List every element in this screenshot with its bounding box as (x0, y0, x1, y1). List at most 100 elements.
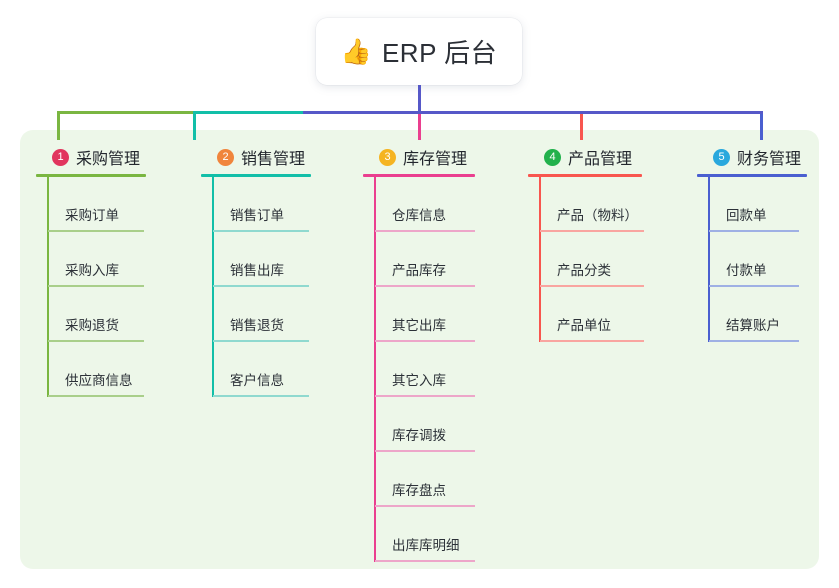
branch-header-4[interactable]: 4 产品管理 (528, 146, 642, 168)
list-item[interactable]: 采购订单 (48, 177, 146, 232)
connector-bus-segment-2 (193, 111, 303, 114)
root-node-content: 👍 ERP 后台 (341, 33, 497, 70)
connector-stub-4 (580, 114, 583, 140)
list-item-underline (709, 285, 799, 287)
list-item-underline (375, 230, 475, 232)
list-item-underline (540, 340, 644, 342)
list-item-underline (48, 230, 144, 232)
branch-items-5: 回款单付款单结算账户 (697, 177, 807, 342)
list-item[interactable]: 库存调拨 (375, 397, 475, 452)
list-item[interactable]: 销售出库 (213, 232, 311, 287)
list-item[interactable]: 仓库信息 (375, 177, 475, 232)
branch-underline-1 (36, 174, 146, 177)
connector-bus-segment-4 (723, 111, 763, 114)
list-item-underline (375, 505, 475, 507)
list-item[interactable]: 其它入库 (375, 342, 475, 397)
root-node[interactable]: 👍 ERP 后台 (316, 18, 522, 85)
list-item-label: 采购退货 (65, 318, 119, 333)
branch-header-3[interactable]: 3 库存管理 (363, 146, 475, 168)
list-item[interactable]: 产品（物料） (540, 177, 644, 232)
branch-column-3: 3 库存管理仓库信息产品库存其它出库其它入库库存调拨库存盘点出库库明细 (363, 146, 475, 562)
list-item-label: 出库库明细 (392, 538, 460, 553)
list-item[interactable]: 出库库明细 (375, 507, 475, 562)
branch-header-5[interactable]: 5 财务管理 (697, 146, 807, 168)
branch-title-1: 采购管理 (76, 151, 141, 168)
diagram-panel (20, 130, 819, 569)
list-item-label: 结算账户 (726, 318, 780, 333)
list-item-label: 产品库存 (392, 263, 446, 278)
list-item-label: 付款单 (726, 263, 767, 278)
branch-badge-4: 4 (544, 148, 561, 166)
list-item-underline (709, 340, 799, 342)
list-item-underline (48, 340, 144, 342)
list-item[interactable]: 库存盘点 (375, 452, 475, 507)
branch-underline-2 (201, 174, 311, 177)
list-item[interactable]: 采购入库 (48, 232, 146, 287)
list-item[interactable]: 结算账户 (709, 287, 807, 342)
branch-badge-5: 5 (713, 148, 730, 166)
list-item-underline (709, 230, 799, 232)
branch-items-3: 仓库信息产品库存其它出库其它入库库存调拨库存盘点出库库明细 (363, 177, 475, 562)
list-item-label: 仓库信息 (392, 208, 446, 223)
branch-underline-3 (363, 174, 475, 177)
list-item-label: 采购入库 (65, 263, 119, 278)
list-item[interactable]: 产品单位 (540, 287, 644, 342)
list-item-underline (48, 395, 144, 397)
branch-items-1: 采购订单采购入库采购退货供应商信息 (36, 177, 146, 397)
list-item[interactable]: 付款单 (709, 232, 807, 287)
branch-column-5: 5 财务管理回款单付款单结算账户 (697, 146, 807, 342)
list-item-underline (540, 230, 644, 232)
list-item[interactable]: 供应商信息 (48, 342, 146, 397)
root-trunk-connector (418, 85, 421, 111)
list-item[interactable]: 其它出库 (375, 287, 475, 342)
list-item[interactable]: 销售退货 (213, 287, 311, 342)
branch-spine-1 (47, 177, 49, 397)
list-item-label: 其它出库 (392, 318, 446, 333)
list-item-underline (375, 285, 475, 287)
branch-spine-2 (212, 177, 214, 397)
connector-stub-2 (193, 114, 196, 140)
list-item[interactable]: 产品分类 (540, 232, 644, 287)
list-item-underline (213, 395, 309, 397)
list-item-label: 库存调拨 (392, 428, 446, 443)
list-item[interactable]: 销售订单 (213, 177, 311, 232)
list-item[interactable]: 回款单 (709, 177, 807, 232)
list-item[interactable]: 产品库存 (375, 232, 475, 287)
list-item-label: 产品（物料） (557, 208, 638, 223)
list-item-underline (375, 395, 475, 397)
branch-spine-4 (539, 177, 541, 342)
connector-bus-segment-1 (57, 111, 193, 114)
branch-badge-2: 2 (217, 148, 234, 166)
page-title: ERP 后台 (381, 38, 498, 68)
branch-spine-3 (374, 177, 376, 562)
list-item-label: 产品单位 (557, 318, 611, 333)
branch-underline-4 (528, 174, 642, 177)
list-item-label: 客户信息 (230, 373, 284, 388)
list-item-underline (540, 285, 644, 287)
list-item[interactable]: 客户信息 (213, 342, 311, 397)
list-item-label: 采购订单 (65, 208, 119, 223)
branch-column-1: 1 采购管理采购订单采购入库采购退货供应商信息 (36, 146, 146, 397)
list-item-label: 销售订单 (230, 208, 284, 223)
list-item[interactable]: 采购退货 (48, 287, 146, 342)
list-item-label: 库存盘点 (392, 483, 446, 498)
connector-bus-segment-3 (303, 111, 723, 114)
list-item-underline (213, 285, 309, 287)
branch-header-1[interactable]: 1 采购管理 (36, 146, 146, 168)
branch-badge-1: 1 (52, 148, 69, 166)
thumbs-up-icon: 👍 (340, 38, 372, 66)
branch-title-5: 财务管理 (737, 151, 802, 168)
connector-stub-5 (760, 114, 763, 140)
branch-items-2: 销售订单销售出库销售退货客户信息 (201, 177, 311, 397)
list-item-underline (213, 230, 309, 232)
list-item-label: 销售出库 (230, 263, 284, 278)
branch-title-4: 产品管理 (568, 151, 633, 168)
branch-underline-5 (697, 174, 807, 177)
list-item-label: 其它入库 (392, 373, 446, 388)
list-item-underline (213, 340, 309, 342)
list-item-underline (375, 340, 475, 342)
branch-badge-3: 3 (379, 148, 396, 166)
branch-title-3: 库存管理 (403, 151, 468, 168)
connector-stub-1 (57, 114, 60, 140)
